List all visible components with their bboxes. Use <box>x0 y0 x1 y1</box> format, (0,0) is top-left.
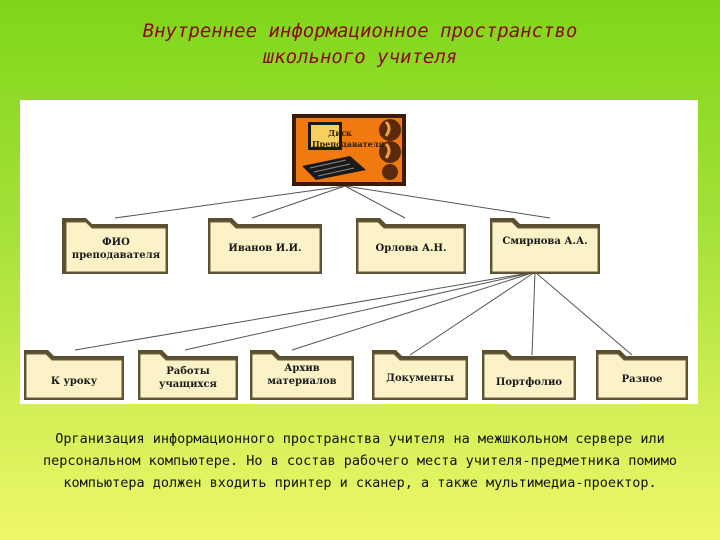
description-text: Организация информационного пространства… <box>43 431 677 491</box>
label-arhiv: Архив материалов <box>267 363 337 387</box>
label-fio: ФИО преподавателя <box>71 237 161 261</box>
folder-dokumenty <box>372 350 468 400</box>
level2-folders <box>24 350 688 400</box>
folder-raznoe <box>596 350 688 400</box>
root-connectors <box>114 185 551 219</box>
folder-orlova <box>356 218 466 274</box>
diagram-panel: Диск Преподавателя ФИО преподавателя Ива… <box>20 100 698 404</box>
label-k-uroku: К уроку <box>50 376 98 387</box>
label-raznoe: Разное <box>621 374 663 385</box>
label-portfolio: Портфолио <box>495 377 563 388</box>
label-ivanov: Иванов И.И. <box>228 243 302 254</box>
title-line-1: Внутреннее информационное пространство <box>142 20 578 42</box>
root-label: Диск Преподавателя <box>312 128 385 149</box>
slide-title: Внутреннее информационное пространство ш… <box>0 18 720 70</box>
label-raboty: Работы учащихся <box>159 366 217 390</box>
folder-raboty <box>138 350 238 400</box>
level1-folders <box>62 218 600 274</box>
branch-connectors <box>74 271 633 356</box>
title-line-2: школьного учителя <box>262 46 458 68</box>
folder-smirnova <box>490 218 600 274</box>
label-orlova: Орлова А.Н. <box>375 243 447 254</box>
folder-fio <box>62 218 168 274</box>
label-dokumenty: Документы <box>386 373 454 384</box>
folder-k-uroku <box>24 350 124 400</box>
folder-arhiv <box>250 350 354 400</box>
label-smirnova: Смирнова А.А. <box>502 236 588 247</box>
folder-ivanov <box>208 218 322 274</box>
root-disk-icon <box>292 114 406 186</box>
diagram-svg <box>24 114 688 400</box>
folder-portfolio <box>482 350 576 400</box>
